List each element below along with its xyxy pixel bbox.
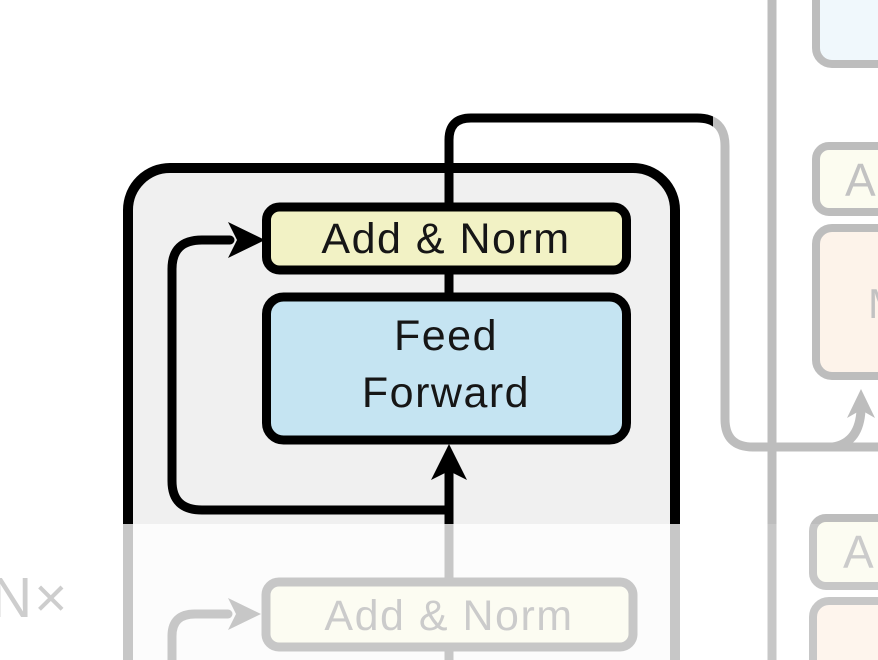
- add-norm-box: [262, 202, 631, 275]
- feed-forward-label-line2: Forward: [362, 369, 530, 417]
- feed-forward-label-line1: Feed: [394, 312, 498, 360]
- add-norm-label: Add & Norm: [321, 215, 570, 263]
- residual-skip-line: [167, 235, 454, 515]
- feed-forward-box: [262, 292, 631, 445]
- feed-forward-input-arrowhead-icon: [431, 444, 467, 480]
- fade-overlay-bottom: [0, 524, 878, 660]
- fade-overlay-right: [713, 0, 878, 524]
- residual-skip-arrowhead-icon: [228, 222, 265, 258]
